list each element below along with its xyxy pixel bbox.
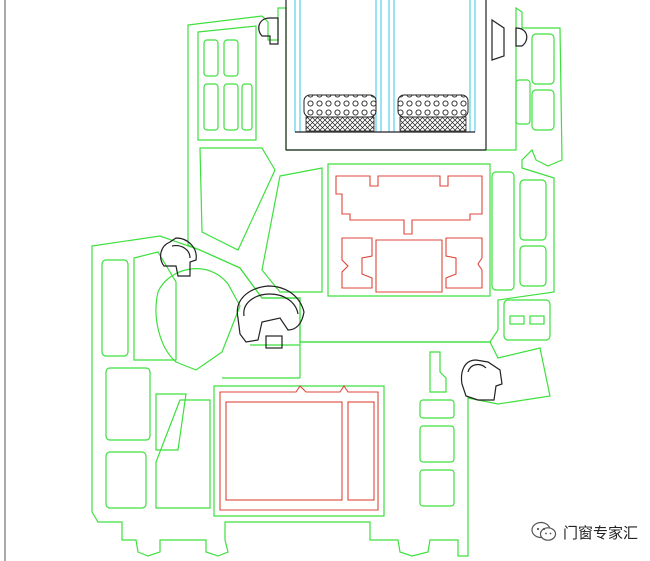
insulating-glass-unit xyxy=(285,0,487,151)
sash-steel-reinforcement xyxy=(327,163,491,297)
frame-gasket-right xyxy=(460,359,503,401)
spacer-desiccant-right xyxy=(397,94,469,118)
butyl-seal-right xyxy=(399,116,467,132)
sash-profile xyxy=(187,6,563,343)
glazing-bead-gasket-right xyxy=(515,27,528,47)
frame-steel-reinforcement xyxy=(213,385,385,517)
glazing-bead-gasket-left xyxy=(258,17,279,45)
watermark-text: 门窗专家汇 xyxy=(562,523,638,542)
butyl-seal-left xyxy=(305,116,375,132)
spacer-desiccant-left xyxy=(303,94,377,118)
watermark: 门窗专家汇 xyxy=(531,521,638,543)
frame-gasket-left xyxy=(160,237,197,277)
center-seal-gasket xyxy=(236,285,305,349)
frame-profile xyxy=(91,235,551,557)
wechat-logo-icon xyxy=(531,521,557,541)
